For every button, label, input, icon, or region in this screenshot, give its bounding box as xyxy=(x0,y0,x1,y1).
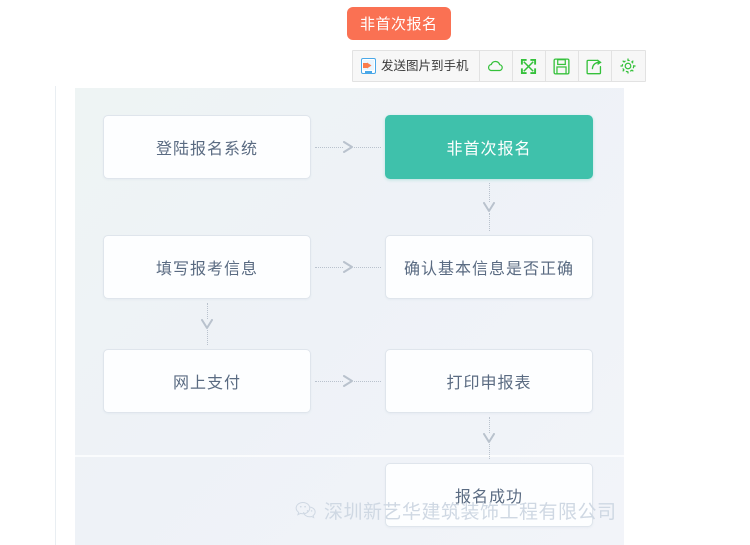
watermark-text: 深圳新艺华建筑装饰工程有限公司 xyxy=(324,502,617,523)
arrow-glyph xyxy=(358,62,372,68)
diagram-toolbar: 发送图片到手机 xyxy=(352,50,646,82)
share-button[interactable] xyxy=(578,51,612,81)
edge-pay-to-print xyxy=(315,375,381,387)
node-fill-exam-info[interactable]: 填写报考信息 xyxy=(103,235,311,299)
edge-login-to-nonfirst xyxy=(315,141,381,153)
canvas-divider xyxy=(75,455,624,457)
node-confirm-info[interactable]: 确认基本信息是否正确 xyxy=(385,235,593,299)
phone-send-icon xyxy=(358,58,376,74)
save-button[interactable] xyxy=(545,51,579,81)
node-print-form[interactable]: 打印申报表 xyxy=(385,349,593,413)
node-online-payment[interactable]: 网上支付 xyxy=(103,349,311,413)
arrow-head-icon xyxy=(201,318,213,329)
settings-gear-icon xyxy=(620,58,636,74)
node-non-first-signup[interactable]: 非首次报名 xyxy=(385,115,593,179)
arrow-head-icon xyxy=(483,432,495,443)
flowchart-canvas[interactable]: 登陆报名系统 非首次报名 填写报考信息 确认基本信息是否正确 网上支付 打印申报… xyxy=(75,88,624,545)
edge-fill-to-pay xyxy=(201,303,213,345)
fullscreen-button[interactable] xyxy=(512,51,546,81)
edge-print-to-success xyxy=(483,417,495,459)
share-icon xyxy=(586,59,602,74)
fullscreen-icon xyxy=(520,58,537,74)
send-to-phone-label: 发送图片到手机 xyxy=(381,58,469,73)
canvas-left-rule xyxy=(55,86,56,545)
send-to-phone-button[interactable]: 发送图片到手机 xyxy=(353,51,480,81)
edge-nonfirst-to-confirm xyxy=(483,183,495,231)
cloud-button[interactable] xyxy=(479,51,513,81)
cloud-icon xyxy=(488,60,503,71)
arrow-head-icon xyxy=(342,261,353,273)
settings-button[interactable] xyxy=(611,51,645,81)
topic-tag: 非首次报名 xyxy=(347,7,451,40)
save-icon xyxy=(553,57,570,75)
watermark: 深圳新艺华建筑装饰工程有限公司 xyxy=(295,497,617,524)
arrow-head-icon xyxy=(483,201,495,212)
edge-fill-to-confirm xyxy=(315,261,381,273)
node-login[interactable]: 登陆报名系统 xyxy=(103,115,311,179)
arrow-head-icon xyxy=(342,141,353,153)
node-signup-success[interactable]: 报名成功 xyxy=(385,463,593,527)
arrow-head-icon xyxy=(342,375,353,387)
wechat-icon xyxy=(295,501,316,519)
